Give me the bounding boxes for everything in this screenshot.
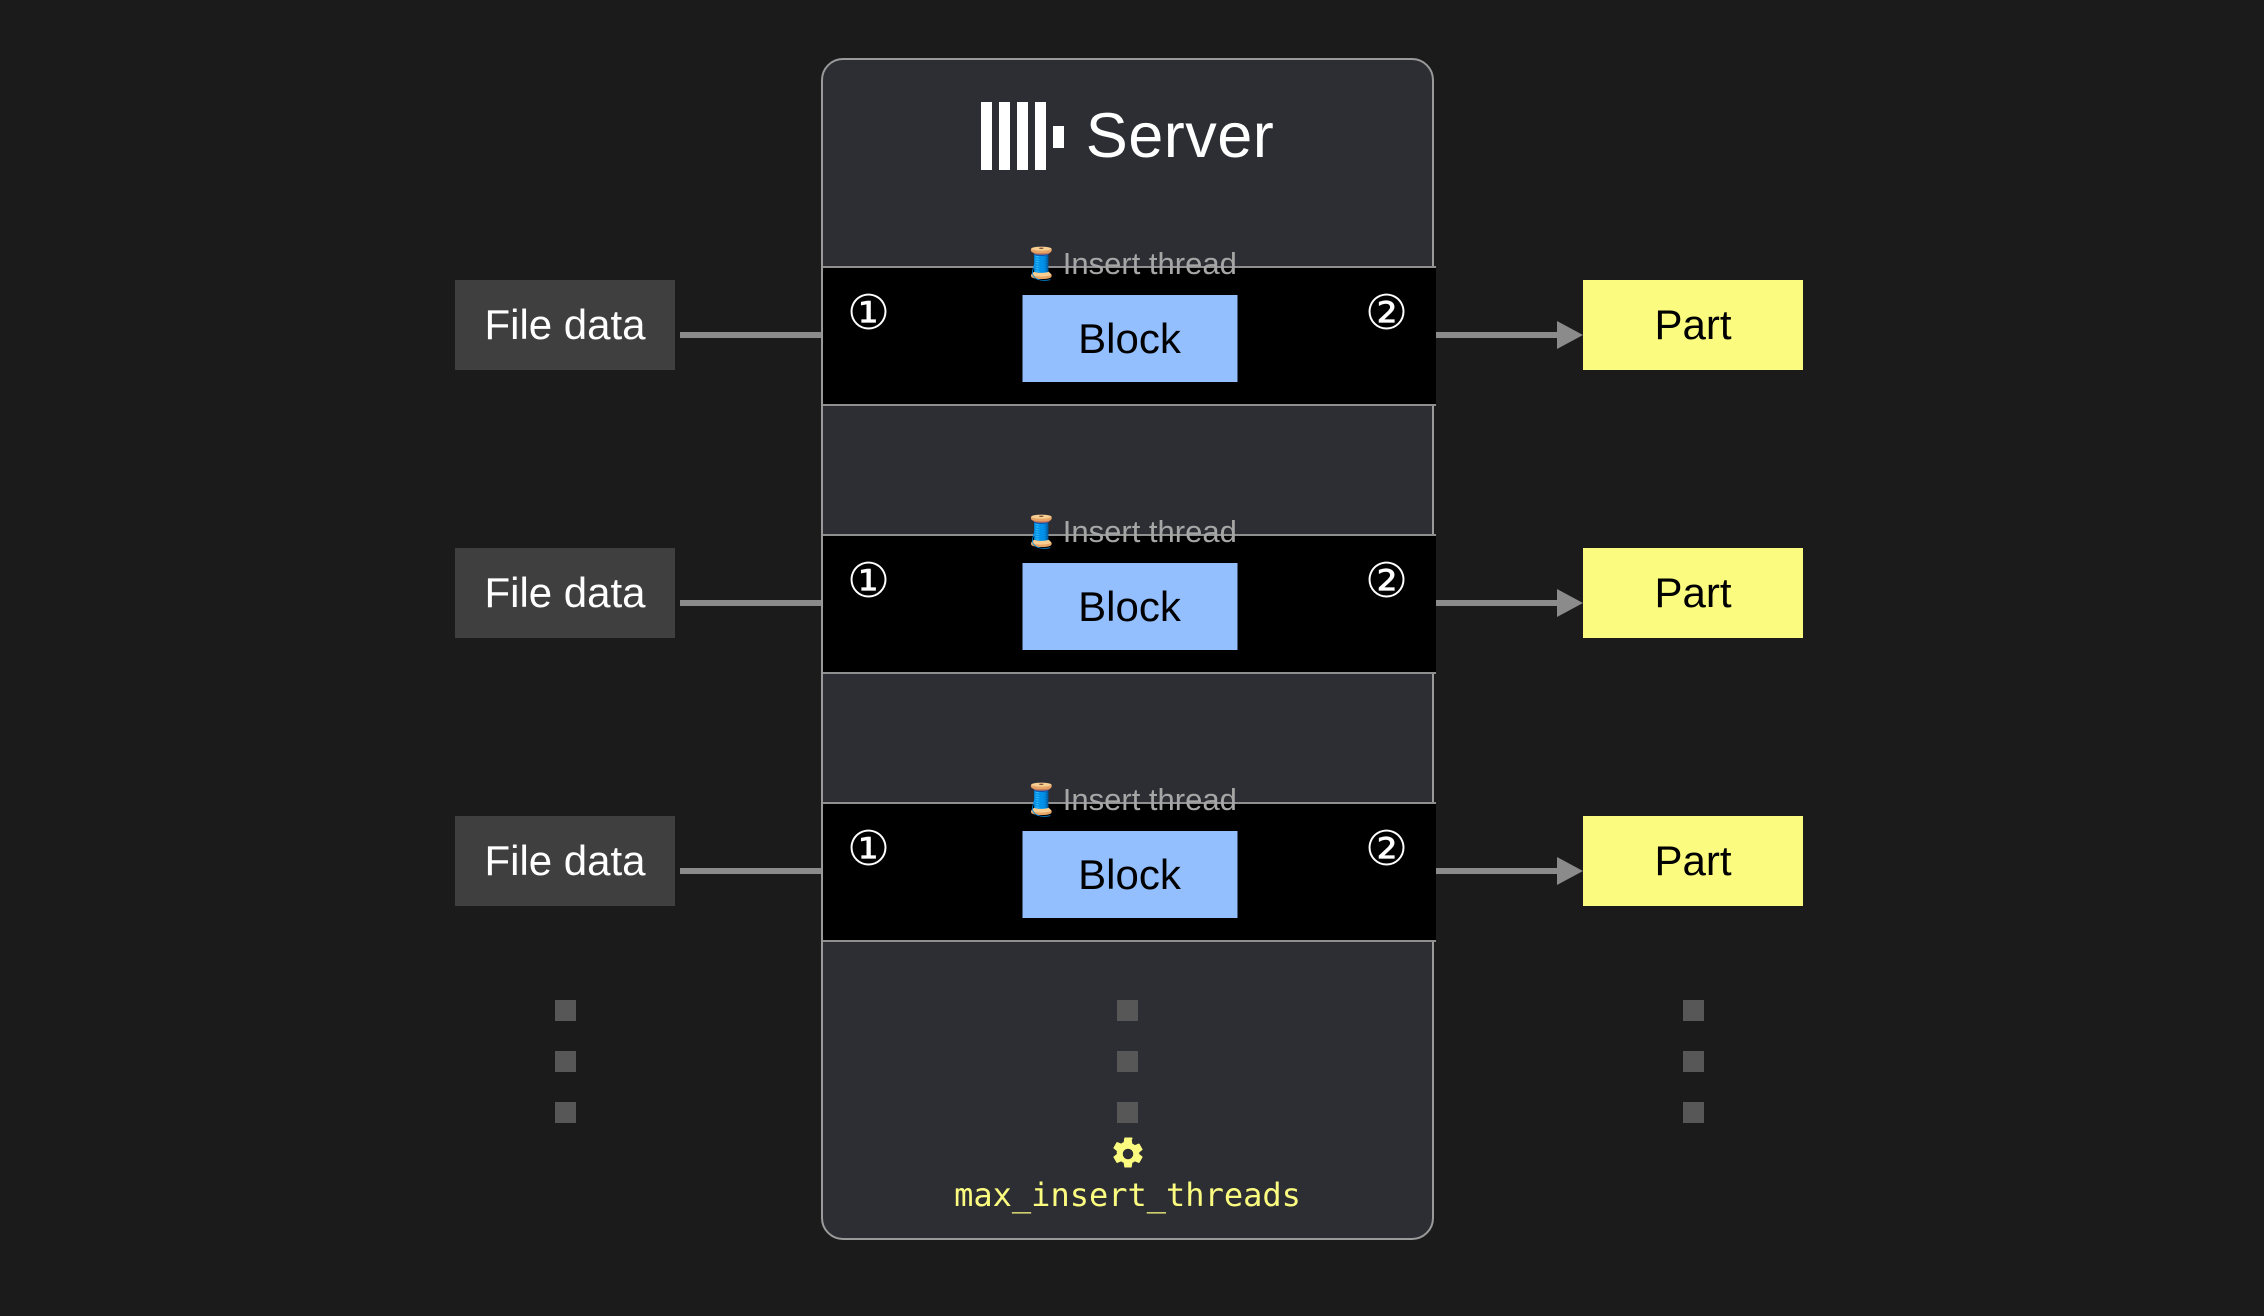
block-box: Block <box>1022 295 1237 382</box>
ellipsis-dot <box>1117 1000 1138 1021</box>
ellipsis-dot <box>555 1000 576 1021</box>
logo-bar-short <box>1052 126 1064 148</box>
part-box: Part <box>1583 548 1803 638</box>
file-data-label: File data <box>484 301 646 348</box>
part-ellipsis <box>1683 1000 1704 1123</box>
step-number-out: ② <box>1364 287 1408 340</box>
step-number-out: ② <box>1364 555 1408 608</box>
ellipsis-dot <box>555 1051 576 1072</box>
insert-thread-label: 🧵 Insert thread <box>1022 248 1237 279</box>
block-box: Block <box>1022 831 1237 918</box>
thread-spool-icon: 🧵 <box>1022 782 1061 817</box>
insert-thread-text: Insert thread <box>1062 514 1237 549</box>
setting-footer: max_insert_threads <box>823 1136 1432 1212</box>
insert-thread-row: 🧵 Insert thread ① Block ② <box>823 516 1436 674</box>
insert-thread-row: 🧵 Insert thread ① Block ② <box>823 248 1436 406</box>
file-data-ellipsis <box>555 1000 576 1123</box>
part-box: Part <box>1583 816 1803 906</box>
insert-thread-row: 🧵 Insert thread ① Block ② <box>823 784 1436 942</box>
logo-bar <box>998 102 1010 170</box>
insert-thread-label: 🧵 Insert thread <box>1022 516 1237 547</box>
block-box: Block <box>1022 563 1237 650</box>
ellipsis-dot <box>1117 1102 1138 1123</box>
server-title-label: Server <box>1085 100 1275 171</box>
insert-thread-ellipsis <box>1117 1000 1138 1123</box>
thread-spool-icon: 🧵 <box>1022 246 1061 281</box>
file-data-label: File data <box>484 569 646 616</box>
file-data-label: File data <box>484 837 646 884</box>
clickhouse-logo-icon <box>980 102 1064 170</box>
arrow-head <box>1557 589 1583 617</box>
setting-name-label: max_insert_threads <box>954 1176 1301 1214</box>
server-title: Server <box>823 102 1432 170</box>
step-number-in: ① <box>847 555 891 608</box>
ellipsis-dot <box>555 1102 576 1123</box>
block-label: Block <box>1078 582 1181 630</box>
ellipsis-dot <box>1117 1051 1138 1072</box>
block-label: Block <box>1078 314 1181 362</box>
gear-icon <box>1112 1137 1143 1168</box>
file-data-box: File data <box>455 816 675 906</box>
part-label: Part <box>1654 301 1732 348</box>
arrow-head <box>1557 857 1583 885</box>
part-box: Part <box>1583 280 1803 370</box>
thread-spool-icon: 🧵 <box>1022 514 1061 549</box>
part-label: Part <box>1654 837 1732 884</box>
server-card: Server 🧵 Insert thread ① Block ② 🧵 Inser… <box>821 58 1436 1240</box>
step-number-in: ① <box>847 823 891 876</box>
ellipsis-dot <box>1683 1000 1704 1021</box>
step-number-out: ② <box>1364 823 1408 876</box>
file-data-box: File data <box>455 548 675 638</box>
ellipsis-dot <box>1683 1051 1704 1072</box>
arrow-head <box>1557 321 1583 349</box>
logo-bar <box>1034 102 1046 170</box>
ellipsis-dot <box>1683 1102 1704 1123</box>
insert-thread-text: Insert thread <box>1062 246 1237 281</box>
file-data-box: File data <box>455 280 675 370</box>
block-label: Block <box>1078 850 1181 898</box>
logo-bar <box>980 102 992 170</box>
insert-thread-text: Insert thread <box>1062 782 1237 817</box>
logo-bar <box>1016 102 1028 170</box>
insert-thread-label: 🧵 Insert thread <box>1022 784 1237 815</box>
step-number-in: ① <box>847 287 891 340</box>
part-label: Part <box>1654 569 1732 616</box>
